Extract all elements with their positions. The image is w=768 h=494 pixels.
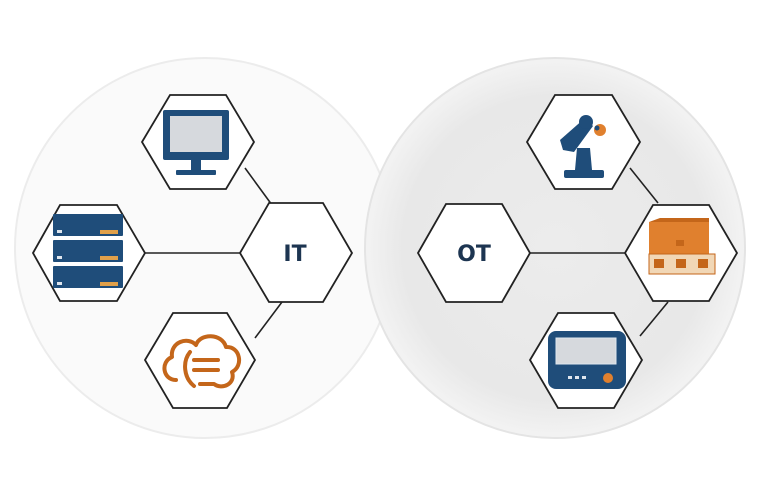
factory-icon: [648, 218, 716, 275]
it-node-server: [31, 204, 147, 302]
server-rack-icon: [53, 214, 123, 288]
robot-arm-icon: [560, 115, 606, 178]
ot-node-hub: OT: [416, 203, 532, 303]
monitor-icon: [163, 110, 229, 175]
control-panel-icon: [548, 331, 626, 389]
it-node-cloud: [143, 312, 257, 409]
ot-hub-label: OT: [457, 242, 491, 267]
it-node-monitor: [140, 94, 256, 190]
it-hub-label: IT: [283, 242, 306, 267]
it-connector-cloud: [254, 301, 283, 339]
ot-background-circle: [364, 57, 746, 439]
ot-node-factory: [623, 204, 739, 302]
ot-connector-panel: [639, 301, 669, 337]
ot-node-panel: [528, 312, 644, 409]
ot-node-robot: [525, 94, 642, 190]
ot-connectors: [530, 167, 669, 337]
it-connectors: [145, 167, 283, 339]
cloud-icon: [162, 334, 242, 389]
it-node-hub: IT: [238, 202, 354, 303]
it-connector-monitor: [244, 167, 273, 206]
ot-connector-robot: [629, 167, 659, 204]
